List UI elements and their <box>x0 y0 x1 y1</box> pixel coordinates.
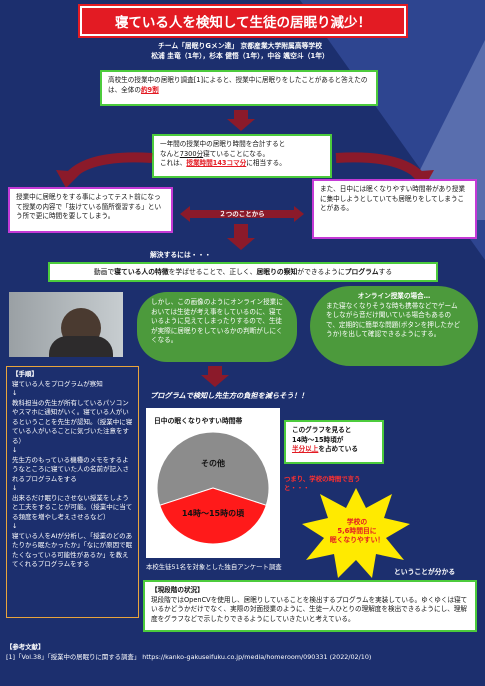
two-points-arrow: ２つのことから <box>180 206 304 222</box>
calc-line3: これは、授業時間143コマ分に相当する。 <box>160 159 286 167</box>
procedure-arrow: ↓ <box>12 446 18 454</box>
left-curve-arrow <box>56 152 153 188</box>
calc-highlight2: 授業時間143コマ分 <box>186 159 247 167</box>
online-right-cloud: オンライン授業の場合… また寝なくなりそうな時も携帯などでゲームをしながら音だけ… <box>310 286 478 366</box>
procedure-step: 教科担当の先生が所有しているパソコンやスマホに通知がいく。寝ている人がいるという… <box>12 398 133 445</box>
understood-text: ということが分かる <box>394 568 456 576</box>
two-points-label: ２つのことから <box>219 210 265 218</box>
chart-caption: 本校生徒51名を対象とした独自アンケート調査 <box>146 563 282 571</box>
graph-note: このグラフを見ると 14時～15時頃が 半分以上を占めている <box>284 420 384 464</box>
calc-box: 一年間の授業中の居眠り時間を合計すると なんと7300分寝ていることになる。 こ… <box>152 134 332 178</box>
pie-slice <box>156 431 270 506</box>
online-class-photo <box>9 292 123 357</box>
pie-slice-label: 14時～15時の頃 <box>182 508 245 518</box>
references-title: 【参考文献】 <box>6 643 45 651</box>
program-heading: プログラムで検知し先生方の負担を減らそう！！ <box>150 391 308 400</box>
status-title: 【現段階の状況】 <box>151 586 204 594</box>
procedure-step: 出来るだけ眠りにさせない授業をしようと工夫をすることが可能。（授業中に当てる頻度… <box>12 493 133 521</box>
procedure-arrow: ↓ <box>12 522 18 530</box>
star-burst <box>302 488 410 578</box>
star-line3: 眠くなりやすい！ <box>329 536 385 544</box>
procedure-step: 寝ている人をAIが分析し、「授業のどのあたりから眠たかったか」「なにが原因で眠た… <box>12 531 133 569</box>
red-note: つまり、学校の時間で言うと・・・ <box>284 475 361 492</box>
graph-note-highlight: 半分以上 <box>292 445 319 453</box>
pie-chart: その他 14時～15時の頃 <box>156 431 270 545</box>
online-right-title: オンライン授業の場合… <box>357 292 431 300</box>
pie-slice <box>159 487 267 545</box>
references: 【参考文献】 [1]「Vol.38」「授業中の居眠りに関する調査」 https:… <box>6 642 481 662</box>
status-body: 現段階ではOpenCVを使用し、居眠りしていることを検出するプログラムを実装して… <box>151 595 468 623</box>
graph-note-line3: を占めている <box>318 445 358 453</box>
left-note: 授業中に居眠りをする事によってテスト前になって授業の内容で「抜けている箇所復習す… <box>8 187 173 233</box>
intro-box: 高校生の授業中の居眠り調査[1]によると、授業中に居眠りをしたことがあると答えた… <box>100 70 378 106</box>
star-line2: 5,6時間目に <box>337 527 377 535</box>
star-line1: 学校の <box>346 518 368 526</box>
pie-chart-panel: 日中の眠くなりやすい時間帯 その他 14時～15時の頃 <box>146 408 280 558</box>
procedure-arrow: ↓ <box>12 484 18 492</box>
page-title: 寝ている人を検知して生徒の居眠り減少！ <box>80 6 406 36</box>
intro-text: 高校生の授業中の居眠り調査[1]によると、授業中に居眠りをしたことがあると答えた… <box>108 76 368 94</box>
graph-note-line1: このグラフを見ると <box>292 426 352 434</box>
status-box: 【現段階の状況】 現段階ではOpenCVを使用し、居眠りしていることを検出するプ… <box>143 580 477 632</box>
authors-line1: チーム「居眠りGメン達」 京都産業大学附属高等学校 <box>157 42 323 50</box>
online-left-cloud: しかし、この画像のようにオンライン授業においては生徒が考え事をしているのに、寝て… <box>137 292 297 362</box>
calc-line2: なんと7300分寝ていることになる。 <box>160 149 270 158</box>
intro-highlight: 約9割 <box>140 85 159 94</box>
star-text: 学校の 5,6時間目に 眠くなりやすい！ <box>320 518 394 545</box>
pie-slice-label: その他 <box>201 458 225 468</box>
online-right-body: また寝なくなりそうな時も携帯などでゲームをしながら音だけ聞いている場合もあるので… <box>326 301 461 339</box>
solution-box: 動画で寝ている人の特徴を学ばせることで、正しく、居眠りの察知ができるようにプログ… <box>48 262 438 282</box>
procedure-step: 寝ている人をプログラムが察知 <box>12 379 103 388</box>
calc-highlight1: 7300分 <box>179 149 204 158</box>
solution-lead: 解決するには・・・ <box>150 251 212 259</box>
right-note: また、日中には眠くなりやすい時間帯があり授業に集中しようとしていても居眠りをして… <box>312 179 477 239</box>
authors: チーム「居眠りGメン達」 京都産業大学附属高等学校 松浦 圭竜（1年），杉本 健… <box>60 41 420 61</box>
chart-title: 日中の眠くなりやすい時間帯 <box>154 417 243 425</box>
calc-line1: 一年間の授業中の居眠り時間を合計すると <box>160 140 286 148</box>
procedure-title: 【手順】 <box>12 370 38 378</box>
reference-item: [1]「Vol.38」「授業中の居眠りに関する調査」 https://kanko… <box>6 653 372 661</box>
procedure-step: 先生方のもっている機種のメモをするようなところに寝ていた人の名前が記入されるプロ… <box>12 455 129 483</box>
procedure-arrow: ↓ <box>12 389 18 397</box>
procedure-box: 【手順】 寝ている人をプログラムが察知 ↓ 教科担当の先生が所有しているパソコン… <box>6 366 139 618</box>
authors-line2: 松浦 圭竜（1年），杉本 健悟（1年），中谷 颯空斗（1年） <box>151 52 329 60</box>
graph-note-line2: 14時～15時頃が <box>292 435 344 444</box>
